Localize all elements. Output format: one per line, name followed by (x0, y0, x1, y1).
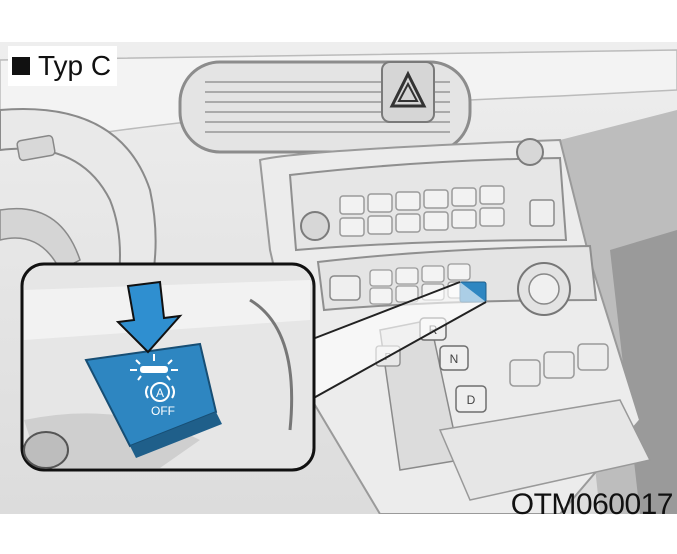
hazard-icon (381, 61, 435, 123)
upper-control-panel (288, 138, 568, 252)
svg-text:N: N (450, 352, 459, 366)
auto-hold-icon (150, 382, 170, 402)
callout-zoom: A OFF (20, 262, 316, 472)
gear-selector: R N D P (375, 317, 487, 471)
square-bullet-icon (12, 57, 30, 75)
press-arrow-icon (115, 280, 183, 354)
variant-label: Typ C (38, 50, 112, 81)
svg-text:D: D (467, 393, 476, 407)
svg-text:A: A (156, 386, 164, 400)
auto-hold-off-button: A OFF (84, 342, 222, 458)
variant-badge: Typ C (8, 46, 118, 86)
button-off-label: OFF (151, 404, 175, 418)
dashboard-illustration: R N D P (0, 42, 677, 514)
figure-code: OTM060017 (510, 488, 674, 521)
